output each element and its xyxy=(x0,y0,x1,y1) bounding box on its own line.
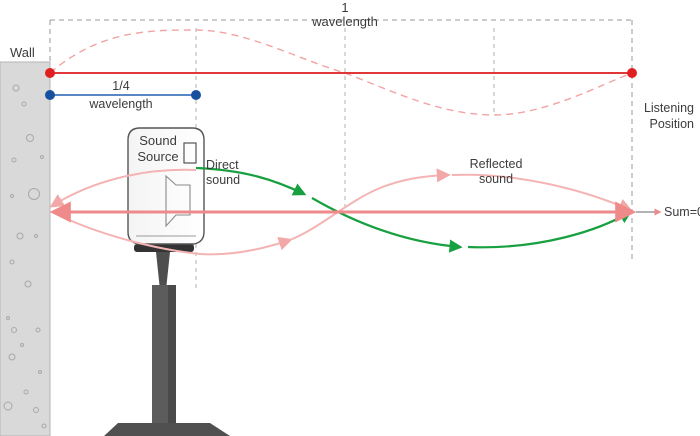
quarter-word-label: wavelength xyxy=(88,97,152,111)
reflected-label-1: Reflected xyxy=(470,157,523,171)
listening-label-1: Listening xyxy=(644,101,694,115)
speaker-stand xyxy=(104,244,230,436)
wall-dot-red xyxy=(45,68,55,78)
quarter-guides xyxy=(195,28,495,290)
wavelength-num-label: 1 xyxy=(341,0,348,15)
wavelength-wave xyxy=(49,29,633,116)
tweeter-icon xyxy=(183,142,197,164)
direct-sound-wave xyxy=(195,166,633,253)
wall-label: Wall xyxy=(10,45,35,60)
wall-dot-blue xyxy=(45,90,55,100)
reflected-sound-waves xyxy=(49,168,633,256)
listening-label-2: Position xyxy=(650,117,695,131)
wall xyxy=(0,61,51,436)
sum-label: Sum=0 xyxy=(664,205,700,219)
source-label-1: Sound xyxy=(139,133,177,148)
listener-dot-red xyxy=(627,68,637,78)
direct-label-1: Direct xyxy=(206,158,239,172)
quarter-num-label: 1/4 xyxy=(112,79,129,93)
wavelength-word-label: wavelength xyxy=(311,14,378,29)
wall-texture xyxy=(3,84,47,429)
direct-label-2: sound xyxy=(206,173,240,187)
reflected-label-2: sound xyxy=(479,172,513,186)
quarter-dot-blue xyxy=(191,90,201,100)
source-label-2: Source xyxy=(137,149,178,164)
